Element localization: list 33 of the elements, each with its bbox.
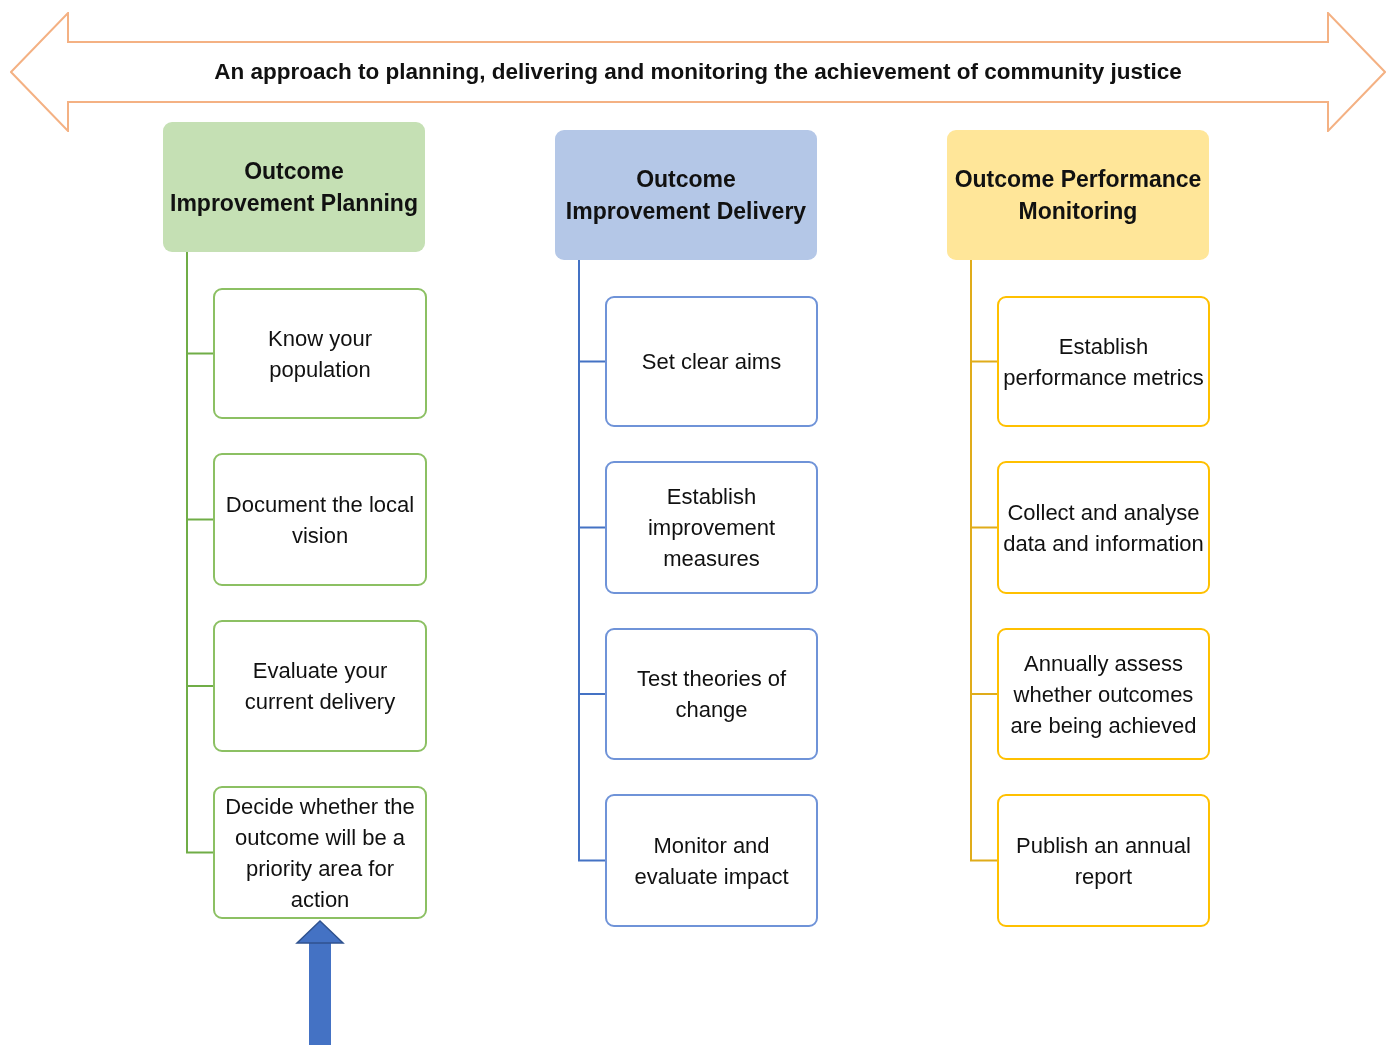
step-box [213,786,427,919]
step-text: Document the local vision [224,490,416,550]
step-text: Test theories of change [635,665,788,724]
header-text: Outcome Improvement Delivery [564,165,808,226]
step-box [213,453,427,586]
step-box [997,628,1210,760]
step-text: Set clear aims [641,348,782,376]
step-text: Decide whether the outcome will be a priority area for action [224,792,416,914]
step-box [997,461,1210,594]
step-box [605,296,818,427]
step-text: Annually assess whether outcomes are being achieved [1009,649,1198,740]
step-box [213,620,427,752]
step-text: Monitor and evaluate impact [633,831,790,891]
category-header [947,130,1209,260]
step-box [213,288,427,419]
step-box [997,794,1210,927]
banner-title: An approach to planning, delivering and monitoring the achievement of community justice [214,59,1182,85]
category-header [163,122,425,252]
step-box [605,628,818,760]
step-text: Evaluate your current delivery [243,657,397,716]
category-header [555,130,817,260]
step-text: Know your population [267,324,373,384]
block-arrow [296,920,344,1045]
double-arrow-banner [10,12,1386,132]
step-box [605,461,818,594]
step-text: Establish performance metrics [1003,332,1204,392]
step-text: Publish an annual report [1015,831,1192,891]
step-text: Collect and analyse data and information [1003,498,1204,558]
step-box [605,794,818,927]
header-text: Outcome Improvement Planning [169,157,419,218]
header-text: Outcome Performance Monitoring [953,165,1203,226]
step-box [997,296,1210,427]
step-text: Establish improvement measures [646,483,777,573]
